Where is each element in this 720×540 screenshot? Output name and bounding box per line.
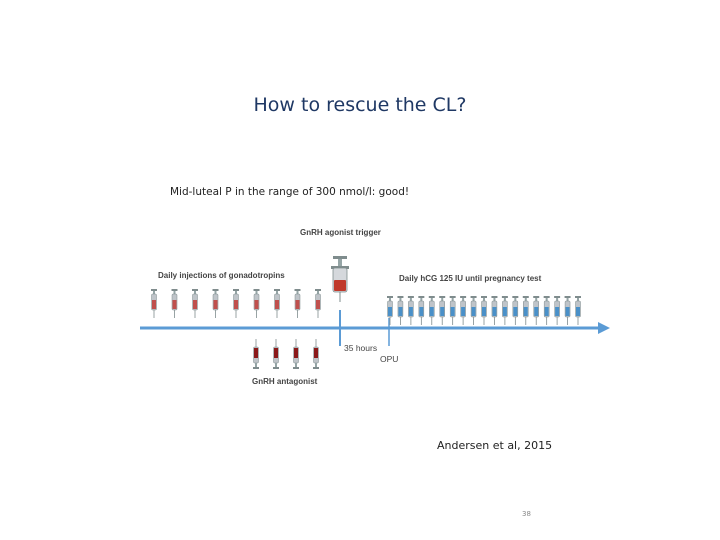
gonadotropin-syringe-icon xyxy=(212,289,219,318)
hcg-syringe-icon xyxy=(428,296,435,325)
hcg-syringe-icon xyxy=(554,296,561,325)
citation: Andersen et al, 2015 xyxy=(437,439,553,452)
gonadotropin-syringe-icon xyxy=(315,289,321,318)
hours-label: 35 hours xyxy=(344,343,378,353)
gonadotropins-label: Daily injections of gonadotropins xyxy=(158,271,285,280)
hcg-syringe-icon xyxy=(449,296,456,325)
gonadotropin-syringe-icon xyxy=(253,289,260,318)
trigger-syringe-icon xyxy=(331,256,349,302)
gonadotropin-syringe-group xyxy=(151,289,321,318)
gonadotropin-syringe-icon xyxy=(274,289,280,318)
antagonist-syringe-icon xyxy=(273,339,279,369)
hcg-syringe-icon xyxy=(564,296,571,325)
hcg-syringe-icon xyxy=(481,296,487,325)
hcg-syringe-icon xyxy=(522,296,529,325)
hcg-syringe-icon xyxy=(512,296,519,325)
antagonist-syringe-group xyxy=(253,339,319,369)
hcg-syringe-icon xyxy=(387,296,393,325)
opu-label: OPU xyxy=(380,354,399,364)
timeline-arrowhead xyxy=(598,322,610,334)
page-number: 38 xyxy=(522,510,531,518)
slide-title: How to rescue the CL? xyxy=(253,94,467,116)
hcg-syringe-icon xyxy=(501,296,508,325)
hcg-syringe-icon xyxy=(439,296,446,325)
gonadotropin-syringe-icon xyxy=(192,289,198,318)
hcg-syringe-icon xyxy=(407,296,414,325)
hcg-syringe-icon xyxy=(418,296,425,325)
hcg-syringe-icon xyxy=(575,296,581,325)
hcg-syringe-icon xyxy=(533,296,540,325)
gonadotropin-syringe-icon xyxy=(294,289,301,318)
antagonist-label: GnRH antagonist xyxy=(252,377,318,386)
hcg-label: Daily hCG 125 IU until pregnancy test xyxy=(399,274,542,283)
hcg-syringe-icon xyxy=(470,296,477,325)
slide-subtitle: Mid-luteal P in the range of 300 nmol/l:… xyxy=(170,186,410,198)
antagonist-syringe-icon xyxy=(293,339,299,369)
gonadotropin-syringe-icon xyxy=(151,289,157,318)
gonadotropin-syringe-icon xyxy=(233,289,239,318)
hcg-syringe-icon xyxy=(491,296,498,325)
trigger-label: GnRH agonist trigger xyxy=(300,228,381,237)
hcg-syringe-icon xyxy=(460,296,467,325)
antagonist-syringe-icon xyxy=(253,339,259,369)
antagonist-syringe-icon xyxy=(313,339,319,369)
hcg-syringe-icon xyxy=(397,296,404,325)
gonadotropin-syringe-icon xyxy=(171,289,178,318)
hcg-syringe-icon xyxy=(543,296,550,325)
hcg-syringe-group xyxy=(387,296,581,325)
